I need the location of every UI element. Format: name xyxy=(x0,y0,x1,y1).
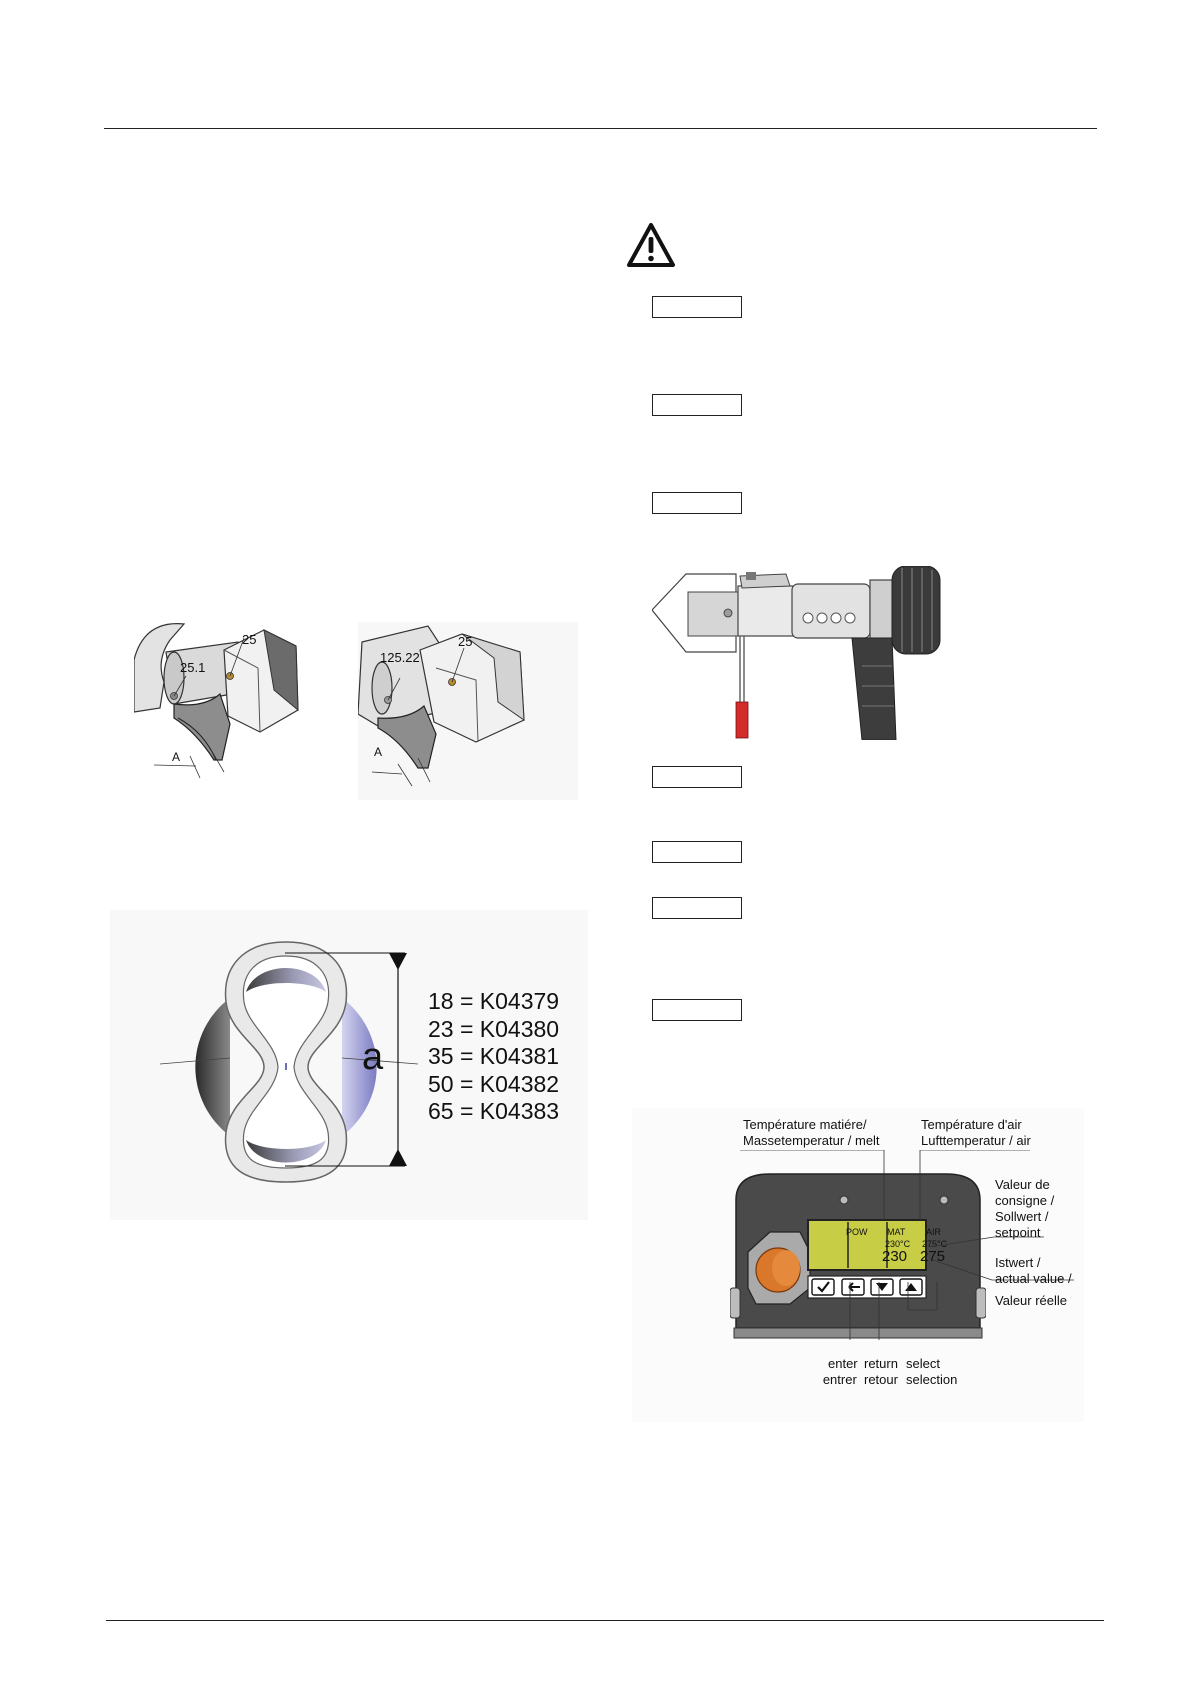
dimension-label-a: a xyxy=(362,1036,384,1078)
callout-air: Température d'air Lufttemperatur / air xyxy=(921,1117,1031,1148)
callout-melt: Température matiére/ Massetemperatur / m… xyxy=(743,1117,880,1148)
callout-setpoint: Valeur de consigne / Sollwert / setpoint xyxy=(995,1177,1055,1240)
part-number-item: 23 = K04380 xyxy=(428,1015,560,1042)
display-mat-actual: 230 xyxy=(882,1248,908,1265)
label-box-7 xyxy=(652,999,742,1021)
part-number-list: 18 = K04379 23 = K04380 35 = K04381 50 =… xyxy=(428,988,559,1126)
control-panel-figure xyxy=(730,1173,986,1339)
part-number-item: 35 = K04381 xyxy=(428,1043,560,1069)
display-air-setpoint: 275°C xyxy=(922,1239,948,1249)
part-number-item: 18 = K04379 xyxy=(428,988,560,1014)
button-label-enter: enter entrer xyxy=(822,1356,858,1387)
callout-actual: Istwert / actual value / Valeur réelle xyxy=(995,1255,1072,1308)
nozzle-left-label-dim: A xyxy=(172,750,180,764)
profile-figure xyxy=(160,941,419,1183)
nozzle-left-label-top: 25 xyxy=(242,632,256,647)
label-box-3 xyxy=(652,492,742,514)
nozzle-right-label-dim: A xyxy=(374,745,382,759)
callout-leaders xyxy=(740,1150,1074,1340)
display-mat-setpoint: 230°C xyxy=(885,1239,911,1249)
display-air-actual: 275 xyxy=(920,1248,946,1265)
label-box-4 xyxy=(652,766,742,788)
nozzle-right-label-side: 125.22 xyxy=(380,650,420,665)
check-icon xyxy=(817,1281,830,1293)
header-rule xyxy=(104,128,1097,129)
profile-dimension xyxy=(285,952,407,1167)
display-pow-label: POW xyxy=(846,1227,868,1237)
nozzle-left-label-side: 25.1 xyxy=(180,660,205,675)
label-box-1 xyxy=(652,296,742,318)
nozzle-figure-left: 25 25.1 A xyxy=(134,623,299,779)
warning-icon xyxy=(627,223,675,267)
nozzle-right-label-top: 25 xyxy=(458,634,472,649)
part-number-item: 65 = K04383 xyxy=(428,1098,560,1124)
label-box-5 xyxy=(652,841,742,863)
part-number-item: 50 = K04382 xyxy=(428,1070,560,1097)
nozzle-figure-right: 25 125.22 A xyxy=(358,622,578,800)
footer-rule xyxy=(106,1620,1104,1621)
button-label-return: return retour xyxy=(864,1356,898,1387)
display-air-label: AIR xyxy=(926,1227,942,1237)
button-label-select: select selection xyxy=(906,1356,958,1387)
extruder-figure xyxy=(652,566,941,740)
label-box-6 xyxy=(652,897,742,919)
label-box-2 xyxy=(652,394,742,416)
display-mat-label: MAT xyxy=(887,1227,906,1237)
